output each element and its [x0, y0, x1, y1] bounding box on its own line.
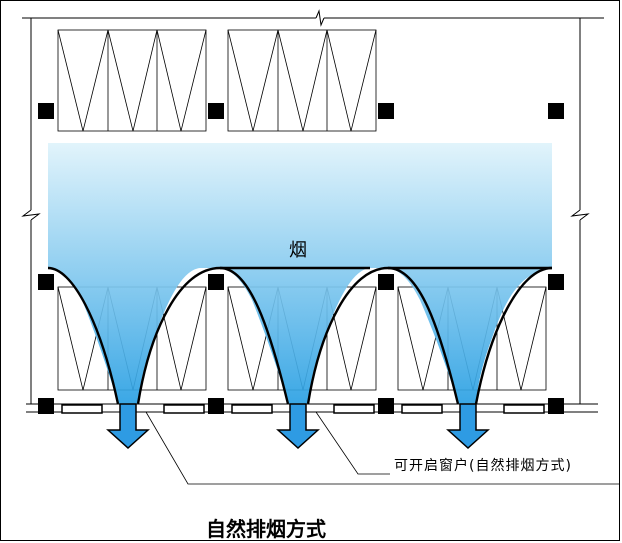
exhaust-arrow-2 [276, 403, 320, 450]
smoke-label: 烟 [289, 240, 307, 261]
diagram-title: 自然排烟方式 [206, 517, 326, 541]
exhaust-arrows [106, 403, 490, 450]
exhaust-arrow-1 [106, 403, 150, 450]
smoke-layer [48, 143, 552, 404]
openable-window-label: 可开启窗户(自然排烟方式) [394, 458, 572, 474]
upper-columns [38, 103, 564, 119]
exhaust-arrow-3 [446, 403, 490, 450]
leader-lines [145, 411, 620, 485]
lower-columns [38, 274, 564, 414]
upper-windows [57, 29, 377, 132]
openable-window-sashes [61, 404, 545, 414]
smoke-flow-outline [47, 266, 553, 405]
